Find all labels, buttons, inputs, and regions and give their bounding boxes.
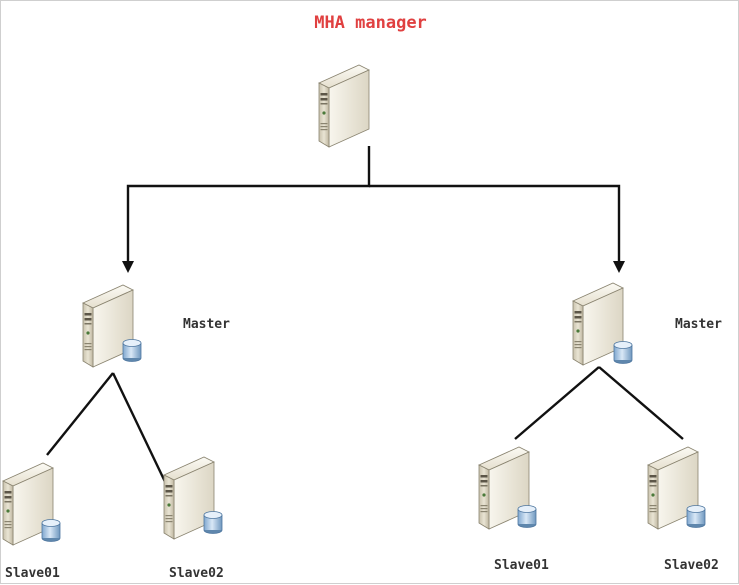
- edge-master-right-to-slave02: [598, 366, 684, 440]
- manager-server-icon: [318, 64, 370, 148]
- slave01-right-db-server-icon: [478, 446, 537, 530]
- edge-master-left-to-slave01: [46, 372, 114, 456]
- slave02-right-db-server-icon: [647, 446, 706, 530]
- diagram-title: MHA manager: [314, 13, 427, 33]
- arrowhead-icon: [122, 261, 134, 273]
- master-left-label: Master: [183, 317, 230, 332]
- slave02-right-label: Slave02: [664, 558, 719, 573]
- edge-master-left-to-slave02: [111, 372, 170, 489]
- arrowhead-icon: [613, 261, 625, 273]
- master-right-label: Master: [675, 317, 722, 332]
- slave01-left-label: Slave01: [5, 566, 60, 581]
- master-left-db-server-icon: [82, 284, 142, 368]
- slave02-left-db-server-icon: [163, 456, 223, 540]
- edge-manager-to-master-right: [369, 184, 621, 263]
- slave01-right-label: Slave01: [494, 558, 549, 573]
- edge-master-right-to-slave01: [514, 366, 600, 440]
- slave01-left-db-server-icon: [2, 462, 61, 546]
- edge-manager-to-master-left: [126, 146, 371, 263]
- master-right-db-server-icon: [572, 282, 633, 366]
- edge-manager-to-masters: [122, 146, 625, 273]
- slave02-left-label: Slave02: [169, 566, 224, 581]
